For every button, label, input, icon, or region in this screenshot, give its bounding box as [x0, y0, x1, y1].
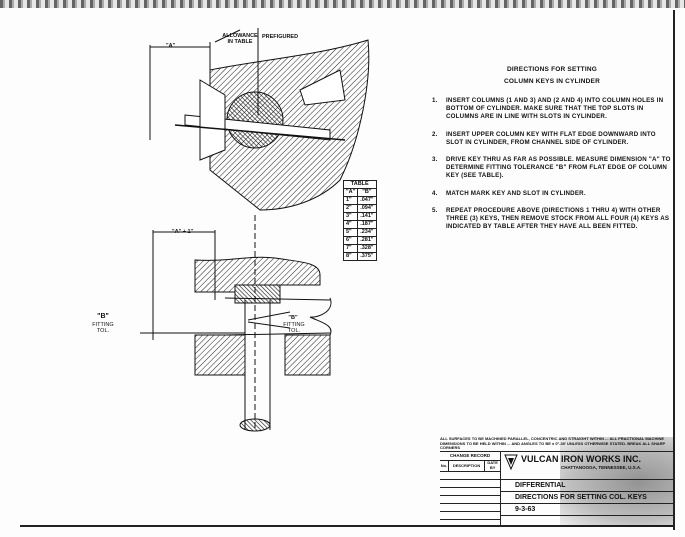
company-logo-icon [504, 454, 518, 470]
cell-a: 1" [342, 196, 359, 205]
direction-step: 5. REPEAT PROCEDURE ABOVE (DIRECTIONS 1 T… [432, 207, 672, 232]
table-row: 1".047" [342, 196, 377, 205]
cell-b: .375" [357, 252, 377, 261]
change-record-title: CHANGE RECORD [440, 452, 500, 461]
change-record: CHANGE RECORD No. DESCRIPTION DATE BY [440, 452, 501, 527]
step-number: 1. [432, 97, 438, 104]
table-header: "B" [357, 188, 377, 197]
b-label-right: "B" [288, 315, 298, 321]
upper-section-view [149, 28, 370, 211]
drawing-title: DIRECTIONS FOR SETTING COL. KEYS [515, 494, 647, 501]
table-row: 6".281" [342, 236, 377, 245]
col-date: DATE BY [487, 460, 498, 470]
lower-section-view [140, 215, 332, 432]
cell-b: .094" [357, 204, 377, 213]
drawing-date: 9-3-63 [515, 506, 536, 513]
prefigured-label: PREFIGURED [262, 34, 299, 40]
step-number: 4. [432, 189, 438, 197]
cell-b: .187" [357, 220, 377, 229]
dim-a-plus-1-label: "A" + 1" [172, 229, 194, 235]
step-number: 2. [432, 130, 438, 138]
cell-a: 3" [342, 212, 359, 221]
table-title: TABLE [343, 180, 377, 189]
cell-a: 4" [342, 220, 359, 229]
cell-b: .234" [357, 228, 377, 237]
step-text: INSERT UPPER COLUMN KEY WITH FLAT EDGE D… [446, 130, 656, 146]
direction-step: 4. MATCH MARK KEY AND SLOT IN CYLINDER. [432, 190, 672, 198]
directions-panel: DIRECTIONS FOR SETTING COLUMN KEYS IN CY… [432, 64, 672, 231]
step-text: INSERT COLUMNS (1 AND 3) AND (2 AND 4) I… [446, 97, 664, 121]
sheet-border [20, 525, 675, 527]
step-text: MATCH MARK KEY AND SLOT IN CYLINDER. [446, 189, 586, 197]
direction-step: 1. INSERT COLUMNS (1 AND 3) AND (2 AND 4)… [432, 97, 672, 122]
dim-a-label: "A" [166, 43, 176, 49]
fitting-tol-label-left: FITTING TOL. [92, 322, 114, 334]
table-header: "A" [342, 188, 359, 197]
table-row: 5".234" [342, 228, 377, 237]
cell-a: 7" [342, 244, 359, 253]
cell-a: 5" [342, 228, 359, 237]
cell-a: 6" [342, 236, 359, 245]
col-description: DESCRIPTION [449, 461, 486, 471]
sheet-border [673, 10, 675, 530]
scan-edge [0, 0, 685, 8]
title-block: ALL SURFACES TO BE MACHINED PARALLEL, CO… [440, 437, 673, 527]
part-name: DIFFERENTIAL [515, 482, 566, 489]
table-row: 7".328" [342, 244, 377, 253]
table-row: 4".187" [342, 220, 377, 229]
date-field: 9-3-63 [501, 503, 673, 515]
part-field: DIFFERENTIAL [501, 479, 673, 491]
scan-shadow [560, 437, 673, 527]
title-block-main: VULCAN IRON WORKS INC. CHATTANOOGA, TENN… [501, 452, 673, 527]
general-notes: ALL SURFACES TO BE MACHINED PARALLEL, CO… [440, 437, 673, 452]
cell-a: 8" [342, 252, 359, 261]
company-city: CHATTANOOGA, TENNESSEE, U.S.A. [561, 465, 642, 470]
cell-b: .328" [357, 244, 377, 253]
fitting-tol-label-right: FITTING TOL. [283, 322, 305, 334]
direction-step: 3. DRIVE KEY THRU AS FAR AS POSSIBLE. MEA… [432, 156, 672, 181]
step-text: REPEAT PROCEDURE ABOVE (DIRECTIONS 1 THR… [446, 206, 670, 231]
cell-a: 2" [342, 204, 359, 213]
step-number: 5. [432, 206, 438, 214]
tolerance-table: TABLE "A""B" 1".047" 2".094" 3".141" 4".… [342, 180, 377, 261]
cell-b: .047" [357, 196, 377, 205]
cell-b: .281" [357, 236, 377, 245]
b-label-left: "B" [97, 313, 109, 320]
table-row: 2".094" [342, 204, 377, 213]
step-number: 3. [432, 156, 438, 164]
allowance-label: ALLOWANCE IN TABLE [222, 33, 258, 45]
signature-field [501, 515, 673, 527]
col-no: No. [440, 461, 449, 471]
table-row: 8".375" [342, 252, 377, 261]
company-name: VULCAN IRON WORKS INC. [521, 454, 641, 464]
directions-subtitle: COLUMN KEYS IN CYLINDER [504, 78, 600, 85]
step-text: DRIVE KEY THRU AS FAR AS POSSIBLE. MEASU… [446, 156, 671, 180]
change-record-rows [440, 472, 500, 527]
table-row: 3".141" [342, 212, 377, 221]
directions-title: DIRECTIONS FOR SETTING [507, 66, 597, 73]
cell-b: .141" [357, 212, 377, 221]
title-field: DIRECTIONS FOR SETTING COL. KEYS [501, 491, 673, 503]
direction-step: 2. INSERT UPPER COLUMN KEY WITH FLAT EDGE… [432, 131, 672, 147]
